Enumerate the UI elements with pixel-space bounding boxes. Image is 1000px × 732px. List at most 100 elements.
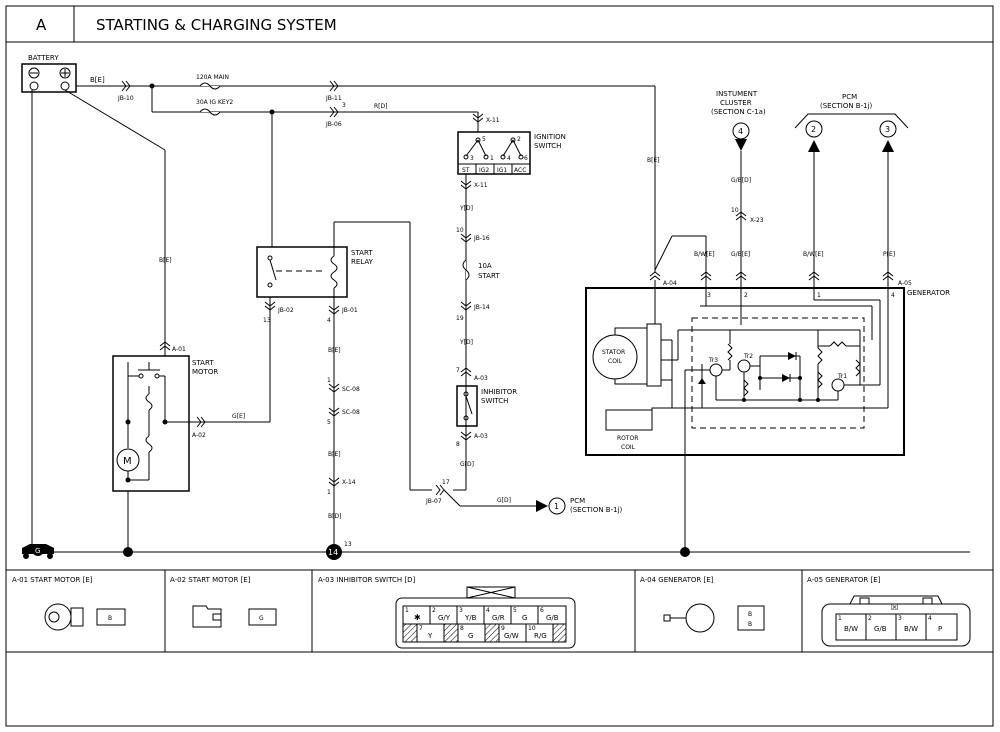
svg-text:B[E]: B[E] xyxy=(90,76,105,84)
svg-text:G: G xyxy=(522,614,527,622)
svg-text:JB-01: JB-01 xyxy=(341,307,358,314)
svg-text:A-05: A-05 xyxy=(898,280,912,287)
svg-text:1: 1 xyxy=(405,607,409,614)
svg-text:5: 5 xyxy=(327,419,331,426)
svg-text:(SECTION C-1a): (SECTION C-1a) xyxy=(711,108,766,116)
section-letter: A xyxy=(36,16,47,34)
svg-text:2: 2 xyxy=(868,615,872,622)
svg-text:G[D]: G[D] xyxy=(497,497,511,504)
svg-text:6: 6 xyxy=(524,155,528,162)
svg-text:1: 1 xyxy=(327,489,331,496)
svg-text:Tr1: Tr1 xyxy=(837,373,847,380)
svg-text:JB-06: JB-06 xyxy=(325,121,342,128)
svg-text:G/B[E]: G/B[E] xyxy=(731,251,750,258)
svg-text:P[E]: P[E] xyxy=(883,251,895,258)
svg-text:X-23: X-23 xyxy=(750,217,764,224)
svg-text:COIL: COIL xyxy=(608,358,623,365)
svg-text:MOTOR: MOTOR xyxy=(192,368,218,376)
svg-text:2: 2 xyxy=(744,292,748,299)
svg-text:4: 4 xyxy=(507,155,511,162)
svg-text:COIL: COIL xyxy=(621,444,636,451)
svg-text:2: 2 xyxy=(517,136,521,143)
ground-point-14 xyxy=(326,544,342,560)
svg-text:13: 13 xyxy=(263,317,271,324)
svg-text:19: 19 xyxy=(456,315,464,322)
connector-a01: A-01 START MOTOR [E] B xyxy=(12,576,126,631)
svg-text:G/Y: G/Y xyxy=(438,614,451,622)
svg-text:G[D]: G[D] xyxy=(460,461,474,468)
svg-text:Y/B: Y/B xyxy=(464,614,477,622)
svg-text:Tr3: Tr3 xyxy=(708,357,718,364)
svg-text:10: 10 xyxy=(528,625,536,632)
svg-text:BATTERY: BATTERY xyxy=(28,54,59,62)
svg-text:SWITCH: SWITCH xyxy=(534,142,561,150)
svg-text:INSTUMENT: INSTUMENT xyxy=(716,90,758,98)
svg-text:INHIBITOR: INHIBITOR xyxy=(481,388,517,396)
svg-text:R/G: R/G xyxy=(534,632,547,640)
svg-text:4: 4 xyxy=(738,127,743,136)
svg-text:PCM: PCM xyxy=(842,93,857,101)
inhibitor-switch xyxy=(456,385,478,427)
svg-text:4: 4 xyxy=(486,607,490,614)
svg-text:JB-14: JB-14 xyxy=(473,304,490,311)
svg-text:10: 10 xyxy=(731,207,739,214)
svg-text:B[E]: B[E] xyxy=(328,347,341,354)
svg-text:G: G xyxy=(259,615,264,622)
svg-text:ST: ST xyxy=(462,167,470,174)
svg-text:1: 1 xyxy=(554,502,559,511)
svg-text:B/W[E]: B/W[E] xyxy=(803,251,824,258)
svg-text:Y[D]: Y[D] xyxy=(459,339,473,346)
svg-text:G: G xyxy=(35,547,40,555)
svg-text:A-01: A-01 xyxy=(172,346,186,353)
svg-text:17: 17 xyxy=(442,479,450,486)
svg-text:JB-07: JB-07 xyxy=(425,498,442,505)
svg-text:G/R: G/R xyxy=(492,614,505,622)
svg-text:IGNITION: IGNITION xyxy=(534,133,566,141)
svg-text:3: 3 xyxy=(898,615,902,622)
connector-a03: A-03 INHIBITOR SWITCH [D] 1 ✱ 2 G/Y 3 Y/… xyxy=(318,576,576,649)
svg-text:7: 7 xyxy=(456,367,460,374)
svg-text:A-03: A-03 xyxy=(474,375,488,382)
svg-text:6: 6 xyxy=(540,607,544,614)
svg-text:Y: Y xyxy=(427,632,433,640)
svg-text:✱: ✱ xyxy=(414,613,421,622)
svg-text:(SECTION B-1j): (SECTION B-1j) xyxy=(820,102,873,110)
svg-text:START: START xyxy=(192,359,214,367)
svg-text:B/W[E]: B/W[E] xyxy=(694,251,715,258)
svg-text:5: 5 xyxy=(513,607,517,614)
svg-text:X-14: X-14 xyxy=(342,479,356,486)
start-motor: M xyxy=(112,355,190,492)
svg-text:X-11: X-11 xyxy=(474,182,488,189)
svg-text:4: 4 xyxy=(891,292,895,299)
svg-text:IG2: IG2 xyxy=(479,167,489,174)
svg-text:G/B: G/B xyxy=(546,614,559,622)
page-frame xyxy=(5,5,994,727)
start-relay xyxy=(256,246,348,298)
svg-text:B/W: B/W xyxy=(904,625,918,633)
svg-text:JB-11: JB-11 xyxy=(325,95,342,102)
svg-text:8: 8 xyxy=(456,441,460,448)
svg-text:G/B: G/B xyxy=(874,625,887,633)
connector-a05: A-05 GENERATOR [E] ☒ 1 B/W 2 G/B 3 B/W 4… xyxy=(807,576,971,647)
svg-text:G[E]: G[E] xyxy=(232,413,245,420)
svg-text:SWITCH: SWITCH xyxy=(481,397,508,405)
svg-text:ACC: ACC xyxy=(514,167,526,174)
svg-text:14: 14 xyxy=(328,548,338,557)
svg-text:B[E]: B[E] xyxy=(647,157,660,164)
svg-text:A-03 INHIBITOR SWITCH [D]: A-03 INHIBITOR SWITCH [D] xyxy=(318,576,415,584)
svg-text:G: G xyxy=(468,632,473,640)
svg-text:10: 10 xyxy=(456,227,464,234)
page-title: STARTING & CHARGING SYSTEM xyxy=(96,16,337,34)
svg-text:STATOR: STATOR xyxy=(602,349,625,356)
svg-text:B: B xyxy=(748,611,752,618)
svg-text:CLUSTER: CLUSTER xyxy=(720,99,752,107)
svg-text:A-03: A-03 xyxy=(474,433,488,440)
svg-text:13: 13 xyxy=(344,541,352,548)
svg-text:B[D]: B[D] xyxy=(328,513,341,520)
svg-text:R[D]: R[D] xyxy=(374,103,387,110)
svg-text:8: 8 xyxy=(460,625,464,632)
svg-text:5: 5 xyxy=(482,136,486,143)
svg-text:JB-16: JB-16 xyxy=(473,235,490,242)
